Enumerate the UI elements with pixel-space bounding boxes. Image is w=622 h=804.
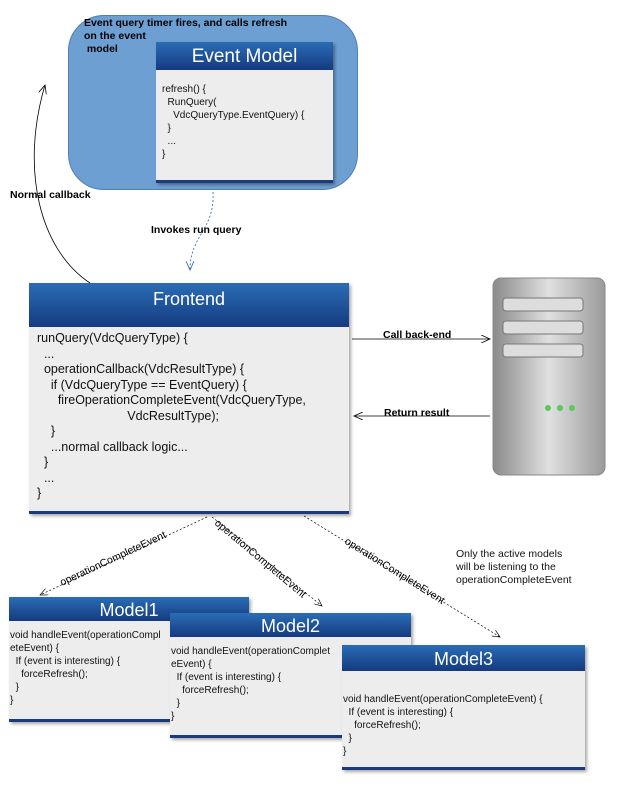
event-label-2: operationCompleteEvent bbox=[212, 517, 308, 601]
model2-code: void handleEvent(operationCompleteEvent)… bbox=[171, 646, 330, 722]
active-models-note: Only the active models will be listening… bbox=[456, 548, 572, 586]
event-group-caption: Event query timer fires, and calls refre… bbox=[84, 17, 288, 55]
frontend-code: runQuery(VdcQueryType) { ... operationCa… bbox=[37, 331, 306, 500]
return-result-label: Return result bbox=[384, 407, 450, 419]
event-label-3: operationCompleteEvent bbox=[342, 535, 446, 606]
frontend-title: Frontend bbox=[29, 283, 349, 327]
invokes-run-query-label: Invokes run query bbox=[151, 224, 242, 236]
model2-title: Model2 bbox=[170, 613, 411, 637]
normal-callback-arrow bbox=[33, 85, 91, 284]
call-backend-label: Call back-end bbox=[383, 329, 452, 341]
event-arrow-model1 bbox=[40, 516, 208, 595]
event-arrow-model2 bbox=[211, 516, 322, 606]
model3-code: void handleEvent(operationCompleteEvent)… bbox=[343, 694, 543, 757]
event-model-code: refresh() { RunQuery( VdcQueryType.Event… bbox=[162, 84, 305, 160]
event-model-box: Event Model refresh() { RunQuery( VdcQue… bbox=[156, 42, 333, 183]
event-label-1: operationCompleteEvent bbox=[58, 529, 168, 589]
server-icon bbox=[492, 277, 606, 476]
model3-box: Model3 void handleEvent(operationComplet… bbox=[342, 645, 585, 770]
model1-code: void handleEvent(operationCompleteEvent)… bbox=[10, 630, 161, 706]
frontend-box: Frontend runQuery(VdcQueryType) { ... op… bbox=[29, 283, 349, 514]
model3-title: Model3 bbox=[342, 645, 585, 671]
invokes-run-query-arrow bbox=[190, 191, 214, 270]
normal-callback-label: Normal callback bbox=[10, 189, 91, 201]
event-model-title: Event Model bbox=[156, 42, 333, 70]
